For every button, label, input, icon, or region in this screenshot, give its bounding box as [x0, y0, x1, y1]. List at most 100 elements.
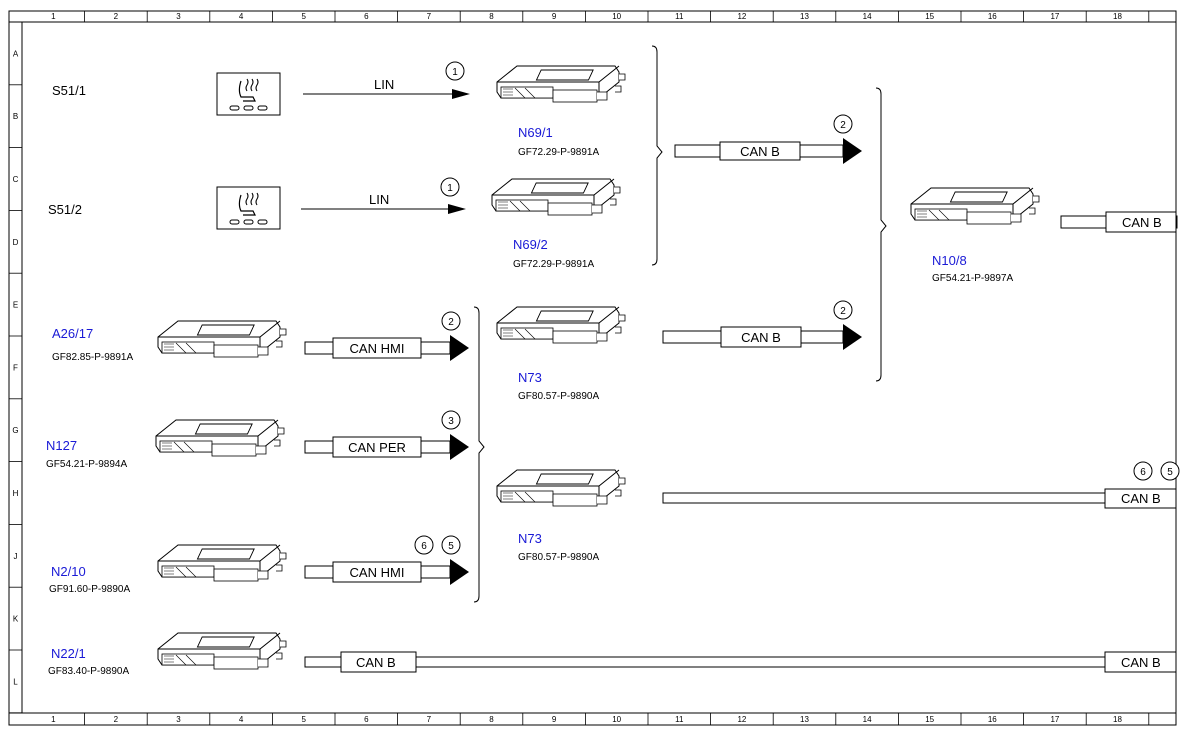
bus-label-can-b-n22-right: CAN B	[1121, 655, 1161, 670]
ecu-icon-n69-2	[491, 178, 621, 216]
column-number: 9	[552, 715, 557, 724]
column-number: 18	[1113, 715, 1122, 724]
column-number: 17	[1050, 715, 1059, 724]
ecu-icon-n73-upper	[496, 306, 626, 344]
row-letter: A	[13, 49, 19, 58]
column-number: 10	[612, 12, 621, 21]
switch-label-s51-1: S51/1	[52, 83, 86, 98]
column-number: 13	[800, 12, 809, 21]
bus-label-can-hmi-n2: CAN HMI	[350, 565, 405, 580]
ruler-ticks	[9, 11, 1150, 725]
bus-label-can-b-n10: CAN B	[1122, 215, 1162, 230]
ecu-icon-n127	[155, 419, 285, 457]
marker-1-top: 1	[452, 67, 458, 78]
seat-heater-switch-icon	[216, 186, 281, 230]
ecu-icon-n10-8	[910, 187, 1040, 225]
column-number: 15	[925, 12, 934, 21]
frame-border	[8, 10, 1177, 726]
column-number: 1	[51, 12, 56, 21]
bus-label-can-b-n73-lower: CAN B	[1121, 491, 1161, 506]
bus-label-can-b-n73: CAN B	[741, 330, 781, 345]
bus-label-can-per: CAN PER	[348, 440, 406, 455]
marker-2-n73: 2	[840, 306, 846, 317]
row-letter: C	[13, 175, 19, 184]
module-part-n127: GF54.21-P-9894A	[46, 459, 127, 470]
marker-5-n2: 5	[448, 541, 454, 552]
ecu-icon-n2-10	[157, 544, 287, 582]
column-number: 6	[364, 12, 369, 21]
module-part-n69-1: GF72.29-P-9891A	[518, 147, 599, 158]
column-number: 12	[737, 12, 746, 21]
module-part-n73-upper: GF80.57-P-9890A	[518, 391, 599, 402]
marker-3-n127: 3	[448, 416, 454, 427]
row-letter: B	[13, 112, 18, 121]
column-number: 4	[239, 715, 244, 724]
ecu-icon-n69-1	[496, 65, 626, 103]
row-letter: F	[13, 363, 18, 372]
bus-label-can-b-n69: CAN B	[740, 144, 780, 159]
marker-5-n73-lower: 5	[1167, 467, 1173, 478]
marker-2-n69: 2	[840, 120, 846, 131]
module-part-a26-17: GF82.85-P-9891A	[52, 352, 133, 363]
column-number: 8	[489, 715, 494, 724]
column-number: 11	[675, 12, 684, 21]
column-number: 4	[239, 12, 244, 21]
row-letter: G	[12, 426, 18, 435]
column-number: 7	[427, 715, 432, 724]
module-code-n73-lower: N73	[518, 531, 542, 546]
module-code-n10-8: N10/8	[932, 253, 967, 268]
column-number: 3	[176, 12, 181, 21]
column-number: 2	[114, 12, 119, 21]
module-part-n69-2: GF72.29-P-9891A	[513, 259, 594, 270]
lin-label-2: LIN	[369, 192, 389, 207]
bus-label-can-hmi-a26: CAN HMI	[350, 341, 405, 356]
column-number: 12	[737, 715, 746, 724]
column-number: 6	[364, 715, 369, 724]
seat-heater-switch-icon	[216, 72, 281, 116]
module-part-n22-1: GF83.40-P-9890A	[48, 666, 129, 677]
row-letter: D	[13, 238, 19, 247]
row-letter: J	[14, 552, 18, 561]
row-letter: L	[13, 677, 18, 686]
module-code-n69-2: N69/2	[513, 237, 548, 252]
bus-label-box	[719, 141, 801, 161]
column-number: 7	[427, 12, 432, 21]
bus-label-can-b-n22-left: CAN B	[356, 655, 396, 670]
marker-1-bottom: 1	[447, 183, 453, 194]
ecu-icon-n22-1	[157, 632, 287, 670]
module-part-n2-10: GF91.60-P-9890A	[49, 584, 130, 595]
module-code-a26-17: A26/17	[52, 326, 93, 341]
module-code-n127: N127	[46, 438, 77, 453]
marker-6-n2: 6	[421, 541, 427, 552]
column-number: 10	[612, 715, 621, 724]
marker-6-n73-lower: 6	[1140, 467, 1146, 478]
column-number: 15	[925, 715, 934, 724]
column-number: 1	[51, 715, 56, 724]
column-number: 3	[176, 715, 181, 724]
module-code-n22-1: N22/1	[51, 646, 86, 661]
module-code-n69-1: N69/1	[518, 125, 553, 140]
module-code-n73-upper: N73	[518, 370, 542, 385]
column-number: 11	[675, 715, 684, 724]
row-letter: K	[13, 615, 19, 624]
column-number: 2	[114, 715, 119, 724]
column-number: 13	[800, 715, 809, 724]
module-part-n10-8: GF54.21-P-9897A	[932, 273, 1013, 284]
column-number: 16	[988, 715, 997, 724]
module-part-n73-lower: GF80.57-P-9890A	[518, 552, 599, 563]
ecu-icon-n73-lower	[496, 469, 626, 507]
column-number: 5	[301, 12, 306, 21]
marker-2-a26: 2	[448, 317, 454, 328]
switch-label-s51-2: S51/2	[48, 202, 82, 217]
row-letter: H	[13, 489, 19, 498]
column-number: 18	[1113, 12, 1122, 21]
group-brace-n69	[651, 45, 663, 266]
ecu-icon-a26-17	[157, 320, 287, 358]
column-number: 14	[863, 12, 872, 21]
column-number: 17	[1050, 12, 1059, 21]
lin-label-1: LIN	[374, 77, 394, 92]
